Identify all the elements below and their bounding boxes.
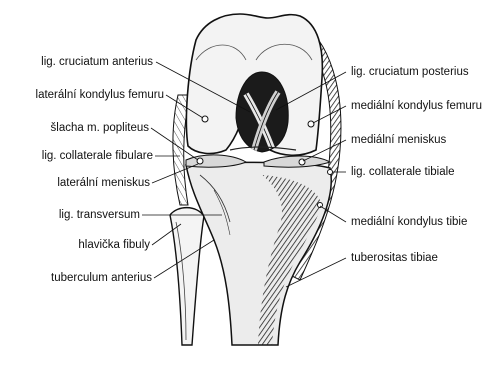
collateral-tibial-marker bbox=[328, 170, 333, 175]
label-medialni-kondylus-femuru: mediální kondylus femuru bbox=[351, 99, 482, 113]
label-lateralni-meniskus: laterální meniskus bbox=[57, 176, 150, 190]
label-hlavicka-fibuly: hlavička fibuly bbox=[78, 238, 150, 252]
label-tuberculum-anterius: tuberculum anterius bbox=[51, 271, 152, 285]
label-tuberositas-tibiae: tuberositas tibiae bbox=[351, 251, 438, 265]
label-lig-collaterale-tibiale: lig. collaterale tibiale bbox=[351, 165, 455, 179]
label-medialni-meniskus: mediální meniskus bbox=[351, 133, 446, 147]
label-lig-transversum: lig. transversum bbox=[59, 208, 140, 222]
label-lig-cruciatum-posterius: lig. cruciatum posterius bbox=[351, 65, 469, 79]
medial-femoral-condyle-marker bbox=[308, 121, 314, 127]
intercondylar-notch bbox=[236, 72, 288, 152]
label-medialni-kondylus-tibie: mediální kondylus tibie bbox=[351, 215, 467, 229]
label-lig-cruciatum-anterius: lig. cruciatum anterius bbox=[41, 55, 153, 69]
lateral-meniscus-marker bbox=[197, 158, 203, 164]
label-lig-collaterale-fibulare: lig. collaterale fibulare bbox=[42, 149, 153, 163]
medial-meniscus-marker bbox=[299, 159, 305, 165]
label-slacha-m-popliteus: šlacha m. popliteus bbox=[51, 121, 149, 135]
label-lateralni-kondylus-femuru: laterální kondylus femuru bbox=[36, 88, 164, 102]
lateral-femoral-condyle-marker bbox=[202, 116, 208, 122]
